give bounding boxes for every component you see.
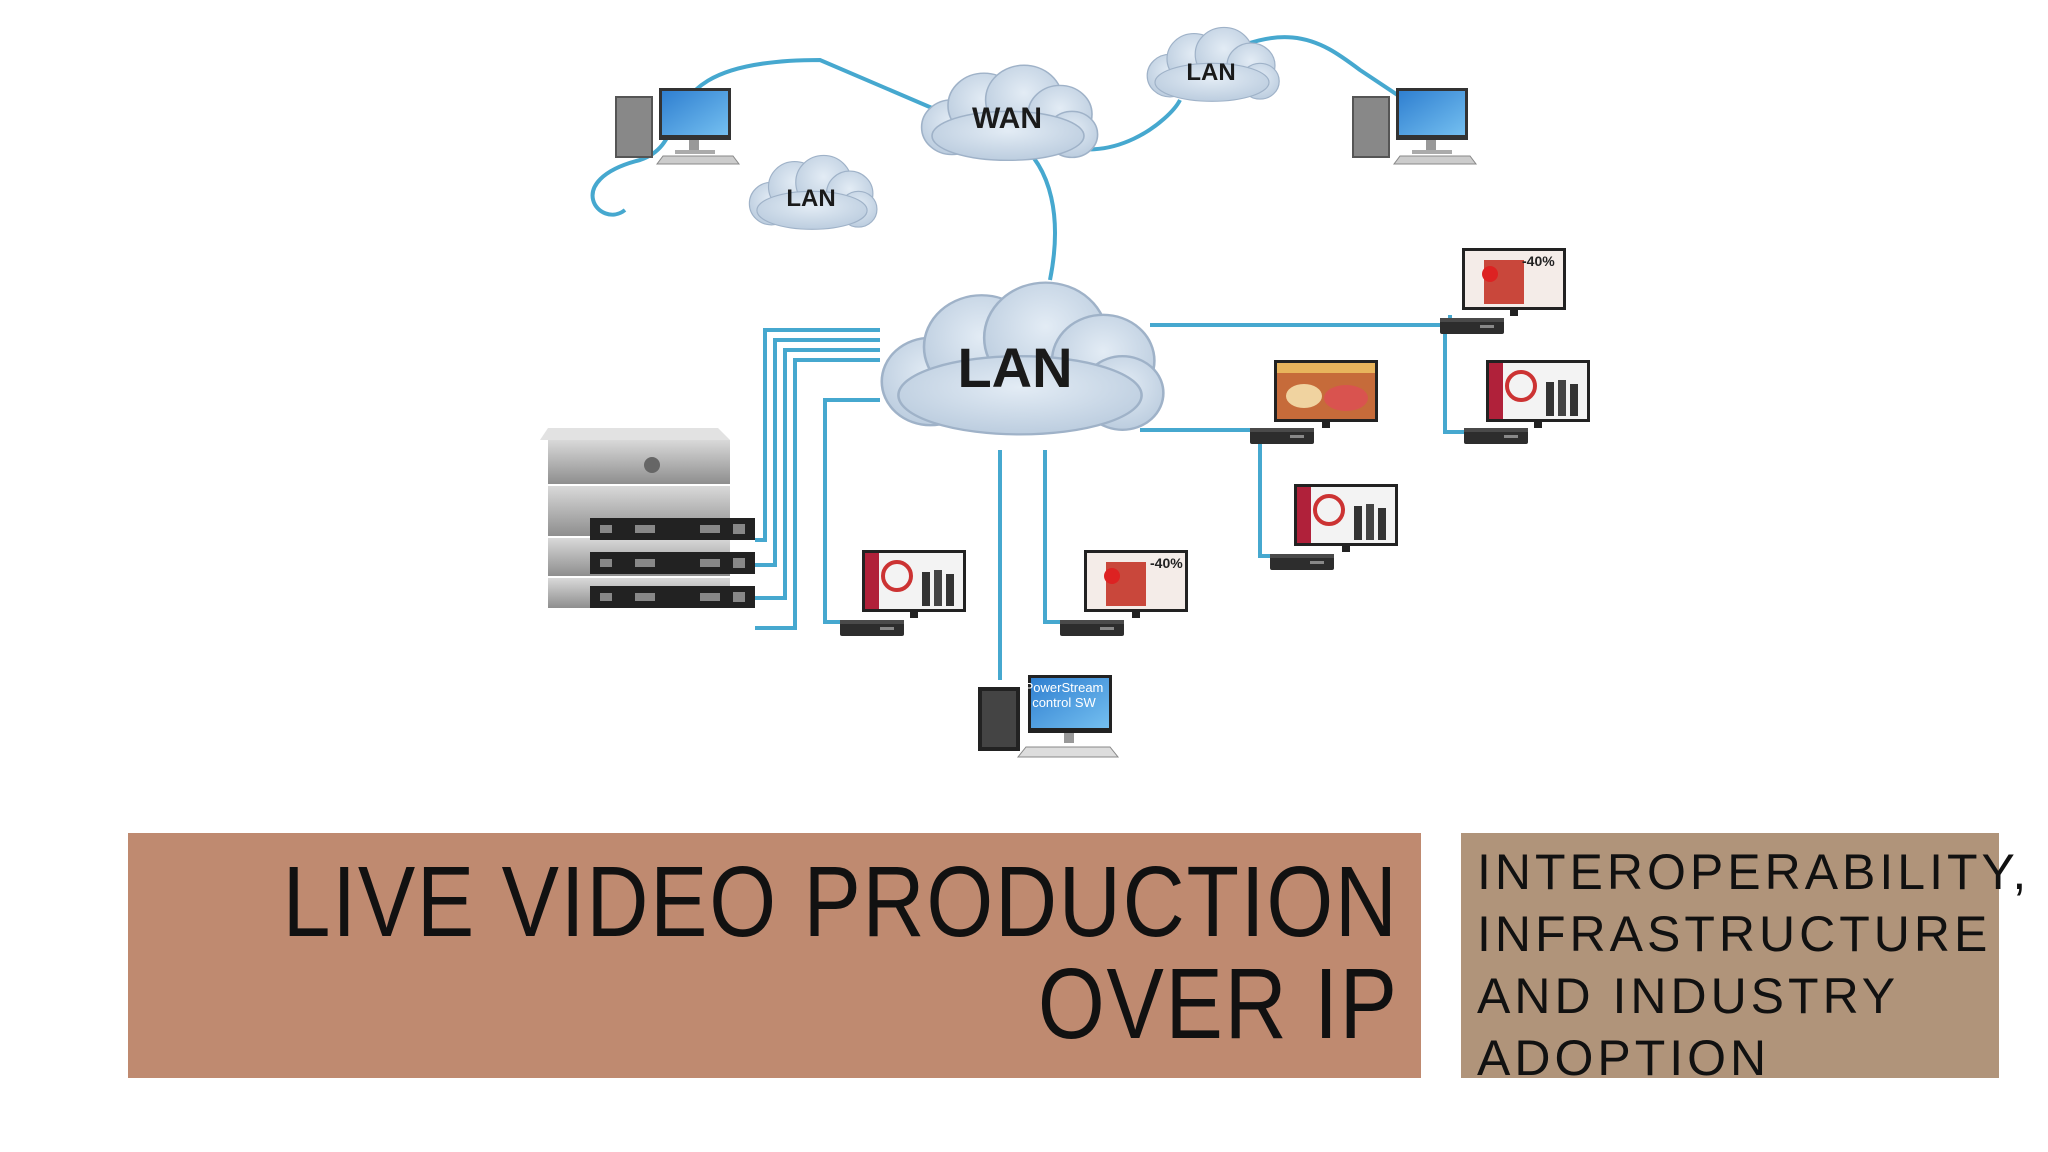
title-line-1: LIVE VIDEO PRODUCTION [282, 846, 1399, 958]
control-pc-screen-line1: PowerStream [1025, 680, 1104, 695]
slide-subtitle: INTEROPERABILITY, INFRASTRUCTURE AND IND… [1477, 841, 2030, 1089]
subtitle-line-4: ADOPTION [1477, 1030, 1771, 1086]
display-bottom-center: -40% [1060, 550, 1188, 636]
lan-main-cloud: LAN [880, 281, 1165, 436]
desktop-pc-top-right [1351, 87, 1477, 165]
promo-text-center: -40% [1150, 555, 1183, 571]
title-line-2: OVER IP [1038, 948, 1399, 1060]
promo-text-right: -40% [1522, 253, 1555, 269]
lan-left-cloud: LAN [748, 154, 878, 230]
subtitle-line-2: INFRASTRUCTURE [1477, 906, 1992, 962]
display-far-right [1464, 358, 1592, 444]
display-top-right: -40% [1440, 248, 1566, 334]
display-bottom-left [840, 548, 968, 636]
lan-left-label: LAN [786, 185, 835, 212]
display-mid-right [1270, 482, 1400, 570]
network-diagram: LAN WAN LAN LAN -40% [540, 26, 1592, 758]
slide-title: LIVE VIDEO PRODUCTION OVER IP [283, 851, 1399, 1055]
subtitle-line-1: INTEROPERABILITY, [1477, 844, 2031, 900]
media-server-stack [540, 428, 755, 608]
wan-cloud: WAN [920, 64, 1099, 162]
control-pc: PowerStream control SW [978, 675, 1120, 758]
control-pc-screen-line2: control SW [1032, 695, 1096, 710]
desktop-pc-top-left [614, 87, 740, 165]
lan-top-right-label: LAN [1186, 59, 1235, 86]
subtitle-line-3: AND INDUSTRY [1477, 968, 1900, 1024]
lan-top-right-cloud: LAN [1146, 26, 1280, 102]
display-food [1250, 360, 1378, 444]
title-panel: LIVE VIDEO PRODUCTION OVER IP [128, 833, 1421, 1078]
lan-main-label: LAN [957, 336, 1072, 399]
wan-label: WAN [972, 102, 1042, 135]
subtitle-panel: INTEROPERABILITY, INFRASTRUCTURE AND IND… [1461, 833, 2026, 1086]
